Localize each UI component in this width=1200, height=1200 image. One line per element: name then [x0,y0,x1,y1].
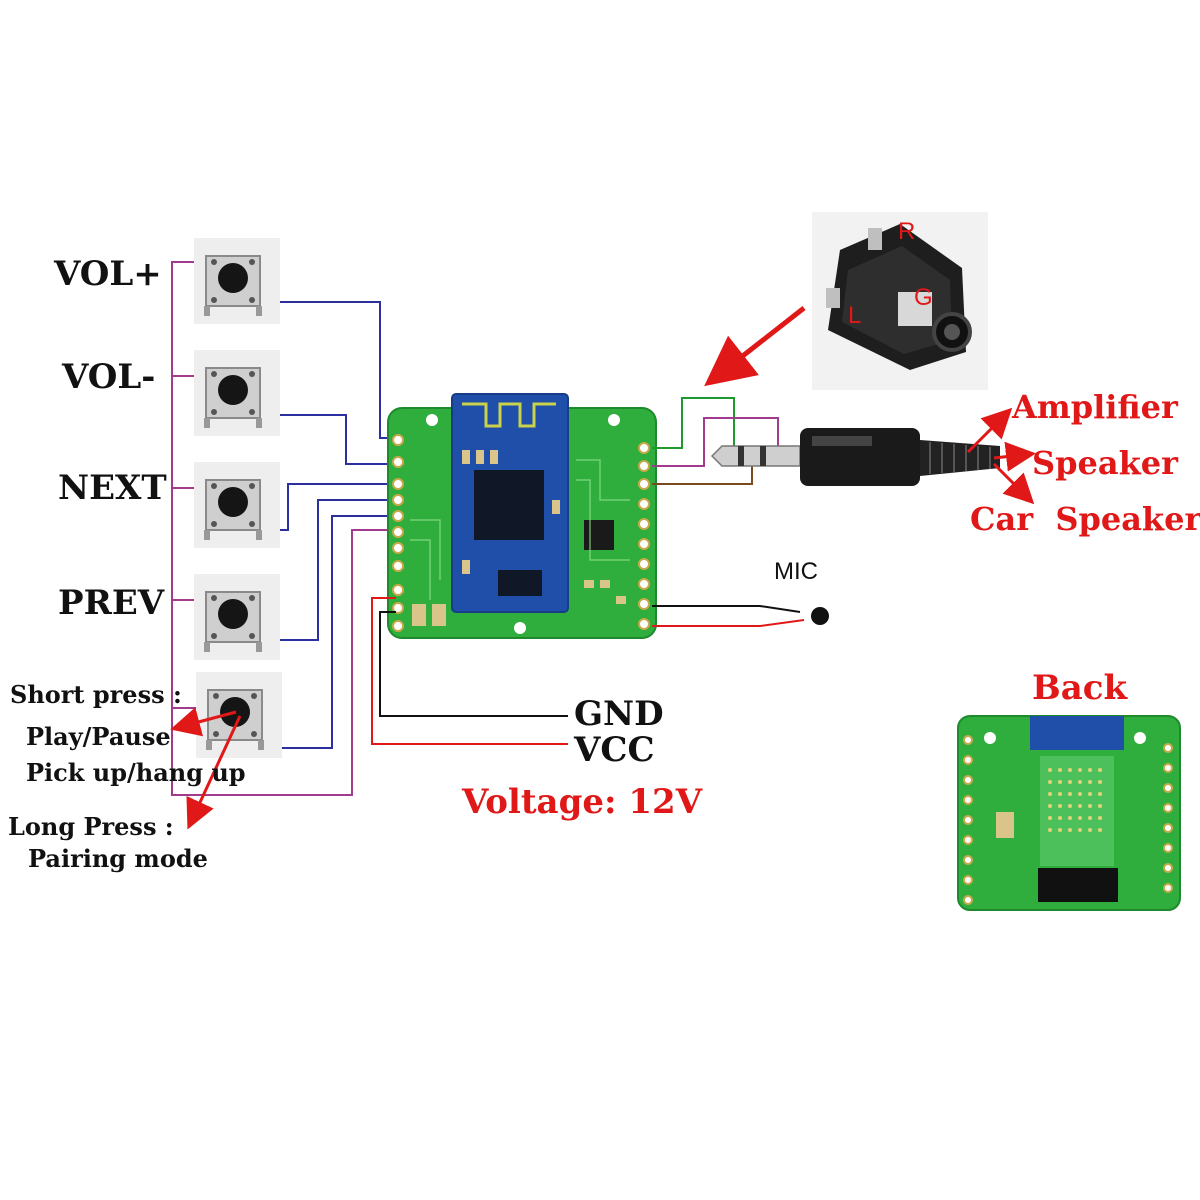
jack-pin-g: G [914,284,933,311]
label-back: Back [1032,668,1128,708]
label-mic: MIC [774,558,818,585]
label-car-speaker: Car Speaker [970,500,1200,538]
label-pairing-mode: Pairing mode [28,844,208,873]
mic-element [811,607,829,625]
back-pcb-board [957,715,1181,911]
output-arrows [966,407,1036,505]
jack-pin-r: R [898,218,916,245]
mic-wires [652,605,805,627]
label-vcc: VCC [574,730,655,770]
power-wires [371,597,568,745]
jack-socket [812,212,988,390]
label-voltage: Voltage: 12V [462,782,703,822]
switch-vol-minus[interactable] [194,350,280,436]
signal-wires-blue [268,301,396,749]
main-pcb-board [387,393,657,639]
label-next: NEXT [58,468,167,508]
switch-vol-plus[interactable] [194,238,280,324]
label-vol-plus: VOL+ [54,254,162,294]
label-speaker: Speaker [1032,444,1178,482]
label-long-press: Long Press : [8,812,174,841]
label-vol-minus: VOL- [62,357,156,397]
switch-next[interactable] [194,462,280,548]
audio-wires [652,397,779,485]
switch-play-pause[interactable] [196,672,282,758]
audio-plug [710,428,1000,486]
label-prev: PREV [58,583,165,623]
jack-arrow [704,306,806,387]
label-play-pause: Play/Pause [26,722,171,751]
label-gnd: GND [574,694,664,734]
label-pick-up: Pick up/hang up [26,758,246,787]
press-arrows [170,707,242,830]
label-short-press: Short press : [10,680,182,709]
jack-pin-l: L [848,302,862,329]
switch-prev[interactable] [194,574,280,660]
label-amplifier: Amplifier [1012,388,1178,426]
